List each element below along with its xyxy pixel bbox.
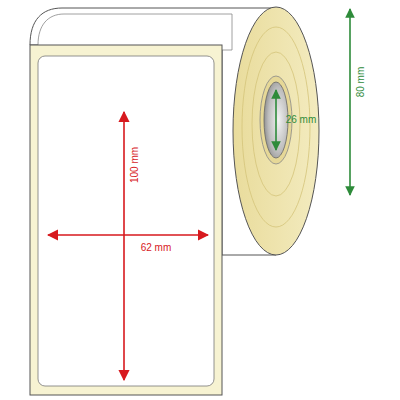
height-arrow	[123, 112, 125, 380]
front-label	[38, 56, 214, 386]
diameter-arrow	[349, 9, 351, 195]
roll-ring	[242, 27, 310, 227]
core-arrow	[275, 90, 277, 150]
diameter-dimension: 80 mm	[356, 67, 366, 98]
liner	[30, 45, 222, 395]
core-hole	[264, 82, 288, 158]
width-arrow	[48, 234, 208, 236]
height-dimension: 100 mm	[130, 147, 140, 183]
roll-end	[233, 7, 319, 255]
core-dimension: 26 mm	[286, 115, 317, 125]
width-dimension: 62 mm	[141, 243, 172, 253]
